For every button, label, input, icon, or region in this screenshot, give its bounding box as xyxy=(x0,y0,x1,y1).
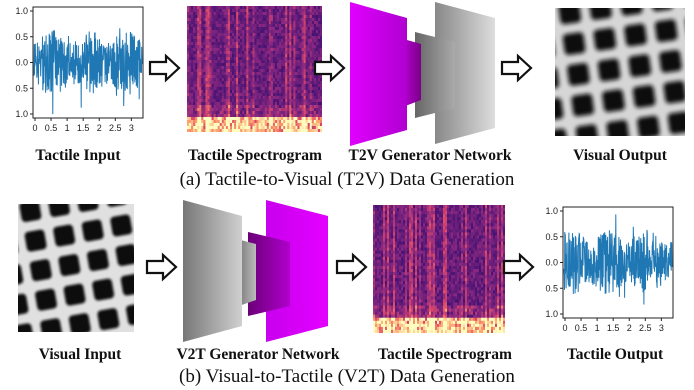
tick-label: 3 xyxy=(659,323,664,333)
tick-label: 1 xyxy=(65,123,70,133)
tactile-output-waveform xyxy=(563,214,673,305)
right-arrow-icon xyxy=(313,53,346,83)
tactile-spectrogram-label-2: Tactile Spectrogram xyxy=(378,346,512,363)
tactile-input-label: Tactile Input xyxy=(35,147,121,164)
tactile-output-label: Tactile Output xyxy=(566,346,664,363)
right-arrow-icon xyxy=(502,252,535,282)
tactile-spectrogram xyxy=(187,6,322,132)
caption-b: (b) Visual-to-Tactile (V2T) Data Generat… xyxy=(179,366,515,387)
tick-label: 1.5 xyxy=(77,123,90,133)
tick-label: 1.0 xyxy=(15,109,28,119)
tick-label: 0.5 xyxy=(545,283,558,293)
visual-output-label: Visual Output xyxy=(573,147,667,164)
tick-label: 0 xyxy=(32,123,37,133)
x-axis: 0 0.5 1 1.5 2 2.5 3 xyxy=(32,118,134,133)
v2t-generator-network xyxy=(183,200,328,342)
tactile-input-waveform xyxy=(33,28,143,115)
tick-label: 1.0 xyxy=(545,309,558,319)
tick-label: 3 xyxy=(129,123,134,133)
tactile-spectrogram-generated xyxy=(373,205,505,333)
right-arrow-icon xyxy=(500,53,533,83)
caption-a: (a) Tactile-to-Visual (T2V) Data Generat… xyxy=(179,169,515,190)
visual-input-image xyxy=(18,204,134,332)
visual-output-image xyxy=(555,8,685,136)
x-axis: 0 0.5 1 1.5 2 2.5 3 xyxy=(562,318,664,333)
tick-label: 1 xyxy=(595,323,600,333)
tick-label: 2.5 xyxy=(639,323,652,333)
tick-label: 0.5 xyxy=(545,232,558,242)
tick-label: 1.0 xyxy=(545,206,558,216)
tick-label: 0 xyxy=(562,323,567,333)
tactile-input-plot: 1.0 0.5 0.0 0.5 1.0 0 0.5 1 1.5 2 2.5 3 xyxy=(15,6,144,133)
tick-label: 2 xyxy=(627,323,632,333)
tick-label: 0.5 xyxy=(45,123,58,133)
right-arrow-icon xyxy=(148,53,181,83)
t2v-network-label: T2V Generator Network xyxy=(348,147,512,164)
right-arrow-icon xyxy=(335,252,368,282)
tactile-output-plot: 1.0 0.5 0.0 0.5 1.0 0 0.5 1 1.5 2 2.5 3 xyxy=(545,206,674,333)
tick-label: 1.0 xyxy=(15,6,28,16)
y-axis: 1.0 0.5 0.0 0.5 1.0 xyxy=(15,6,33,119)
t2v-generator-network xyxy=(350,2,495,146)
tick-label: 0.5 xyxy=(15,83,28,93)
y-axis: 1.0 0.5 0.0 0.5 1.0 xyxy=(545,206,563,319)
tick-label: 2 xyxy=(97,123,102,133)
tick-label: 0.0 xyxy=(15,58,28,68)
tick-label: 0.0 xyxy=(545,258,558,268)
tick-label: 0.5 xyxy=(575,323,588,333)
visual-input-label: Visual Input xyxy=(38,346,122,363)
v2t-network-label: V2T Generator Network xyxy=(176,346,340,363)
right-arrow-icon xyxy=(145,252,178,282)
tactile-spectrogram-label: Tactile Spectrogram xyxy=(188,147,322,164)
tick-label: 2.5 xyxy=(109,123,122,133)
tick-label: 0.5 xyxy=(15,32,28,42)
tick-label: 1.5 xyxy=(607,323,620,333)
